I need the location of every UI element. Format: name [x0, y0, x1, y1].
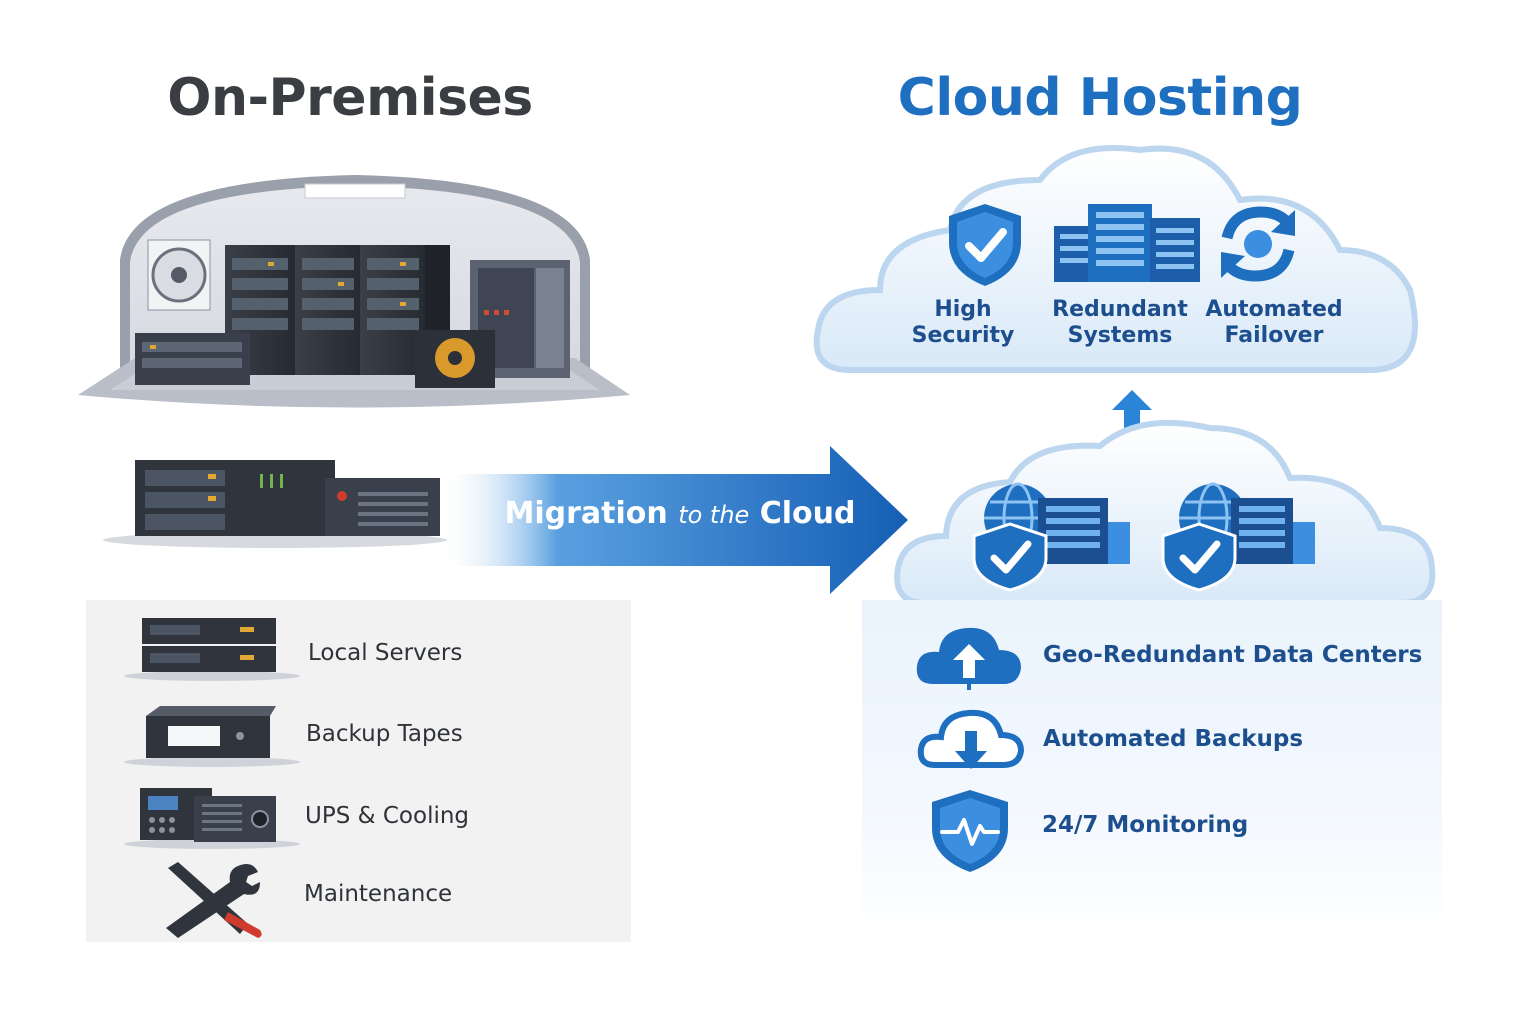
- globe-server-shield-icon: [1161, 482, 1315, 592]
- cloud-download-icon: [917, 709, 1025, 769]
- migration-text-part3: Cloud: [759, 496, 856, 531]
- ups-cooling-label: UPS & Cooling: [305, 803, 470, 829]
- local-servers-label: Local Servers: [308, 640, 463, 666]
- migration-arrow: [440, 446, 908, 594]
- on-premises-title: On-Premises: [167, 68, 533, 128]
- migration-banner-label: Migration to the Cloud: [490, 496, 870, 531]
- monitoring-label: 24/7 Monitoring: [1042, 812, 1249, 838]
- migration-text-part2: to the: [678, 501, 750, 529]
- redundant-systems-label: Redundant Systems: [1052, 297, 1188, 348]
- automated-failover-label: Automated Failover: [1205, 297, 1343, 348]
- wrench-screwdriver-icon: [166, 862, 262, 938]
- migration-text-part1: Migration: [504, 496, 668, 531]
- local-server-units-illustration: [103, 460, 447, 548]
- high-security-label: High Security: [911, 297, 1015, 348]
- server-stack-icon: [124, 618, 300, 681]
- globe-server-shield-icon: [972, 482, 1130, 592]
- sync-arrows-icon: [1221, 206, 1295, 282]
- tape-drive-icon: [124, 706, 300, 767]
- server-building-icon: [1054, 204, 1200, 282]
- shield-pulse-icon: [932, 790, 1008, 872]
- cloud-hosting-title: Cloud Hosting: [897, 68, 1303, 128]
- shield-check-icon: [949, 204, 1021, 286]
- cloud-upload-icon: [916, 627, 1021, 690]
- geo-redundant-label: Geo-Redundant Data Centers: [1043, 642, 1423, 668]
- ups-cooling-icon: [124, 788, 300, 849]
- up-arrow-icon: [1112, 390, 1152, 436]
- automated-backups-label: Automated Backups: [1043, 726, 1304, 752]
- maintenance-label: Maintenance: [304, 881, 453, 907]
- on-premises-server-room-illustration: [78, 175, 630, 408]
- backup-tapes-label: Backup Tapes: [306, 721, 463, 747]
